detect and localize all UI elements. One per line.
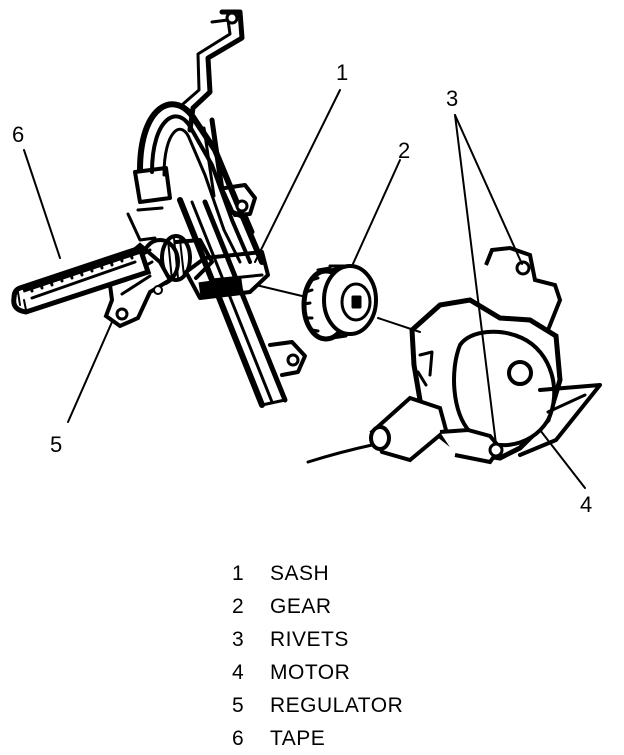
callout-5: 5 — [50, 432, 62, 457]
legend-item: 5 REGULATOR — [232, 689, 472, 722]
motor-part — [306, 245, 602, 465]
callout-4: 4 — [580, 492, 592, 517]
legend-item: 4 MOTOR — [232, 656, 472, 689]
legend-number: 2 — [232, 594, 245, 618]
legend-item: 1 SASH — [232, 557, 472, 590]
legend-item: 2 GEAR — [232, 590, 472, 623]
legend-label: TAPE — [270, 726, 326, 750]
legend-item: 3 RIVETS — [232, 623, 472, 656]
legend-number: 1 — [232, 561, 245, 585]
legend-number: 5 — [232, 693, 245, 717]
gear-part — [301, 264, 378, 342]
callout-2: 2 — [398, 138, 410, 163]
legend-number: 3 — [232, 627, 245, 651]
legend-label: SASH — [270, 561, 330, 585]
legend-item: 6 TAPE — [232, 722, 472, 755]
legend-label: GEAR — [270, 594, 332, 618]
legend-label: REGULATOR — [270, 693, 404, 717]
callout-6: 6 — [12, 122, 24, 147]
callout-1: 1 — [336, 60, 348, 85]
callout-leaders — [23, 89, 586, 489]
legend-label: RIVETS — [270, 627, 349, 651]
exploded-view-diagram: 1 2 3 4 5 6 — [11, 9, 602, 517]
sash-regulator-assembly — [11, 9, 307, 408]
legend-label: MOTOR — [270, 660, 351, 684]
legend-number: 4 — [232, 660, 245, 684]
parts-legend: 1 SASH 2 GEAR 3 RIVETS 4 MOTOR 5 REGULAT… — [232, 557, 472, 755]
callout-3: 3 — [446, 86, 458, 111]
legend-number: 6 — [232, 726, 245, 750]
